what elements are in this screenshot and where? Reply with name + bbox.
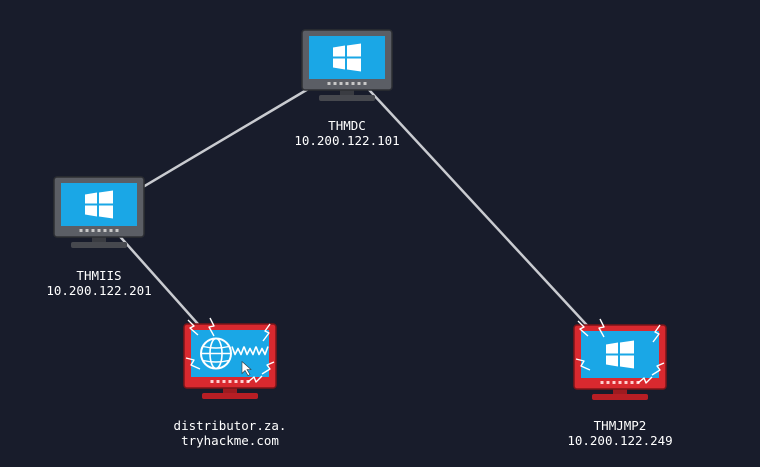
node-label-thmdc: THMDC 10.200.122.101 — [294, 118, 399, 148]
node-label-distributor: distributor.za. tryhackme.com — [174, 418, 287, 448]
monitor-distributor[interactable] — [183, 317, 277, 399]
windows-logo-icon — [333, 43, 361, 72]
node-label-thmjmp2: THMJMP2 10.200.122.249 — [567, 418, 672, 448]
node-hostname: THMIIS — [76, 268, 122, 283]
node-hostname: THMDC — [328, 118, 366, 133]
monitor-thmdc[interactable] — [301, 29, 393, 101]
node-ip: 10.200.122.101 — [294, 133, 400, 148]
windows-logo-icon — [85, 190, 113, 219]
node-ip: 10.200.122.201 — [46, 283, 152, 298]
node-hostname: distributor.za. — [173, 418, 287, 433]
nodes-layer — [53, 29, 667, 400]
monitor-thmiis[interactable] — [53, 176, 145, 248]
node-ip: tryhackme.com — [181, 433, 279, 448]
windows-logo-icon — [606, 340, 634, 369]
sparks-icon — [185, 317, 275, 383]
links-layer — [98, 64, 621, 362]
link-thmdc-thmjmp2 — [346, 65, 621, 362]
node-ip: 10.200.122.249 — [567, 433, 673, 448]
sparks-icon — [575, 318, 665, 384]
screen — [581, 331, 659, 378]
www-globe-icon — [200, 337, 269, 376]
screen — [309, 36, 385, 79]
node-label-thmiis: THMIIS 10.200.122.201 — [46, 268, 151, 298]
monitor-thmjmp2[interactable] — [573, 318, 667, 400]
screen — [61, 183, 137, 226]
node-hostname: THMJMP2 — [593, 418, 647, 433]
